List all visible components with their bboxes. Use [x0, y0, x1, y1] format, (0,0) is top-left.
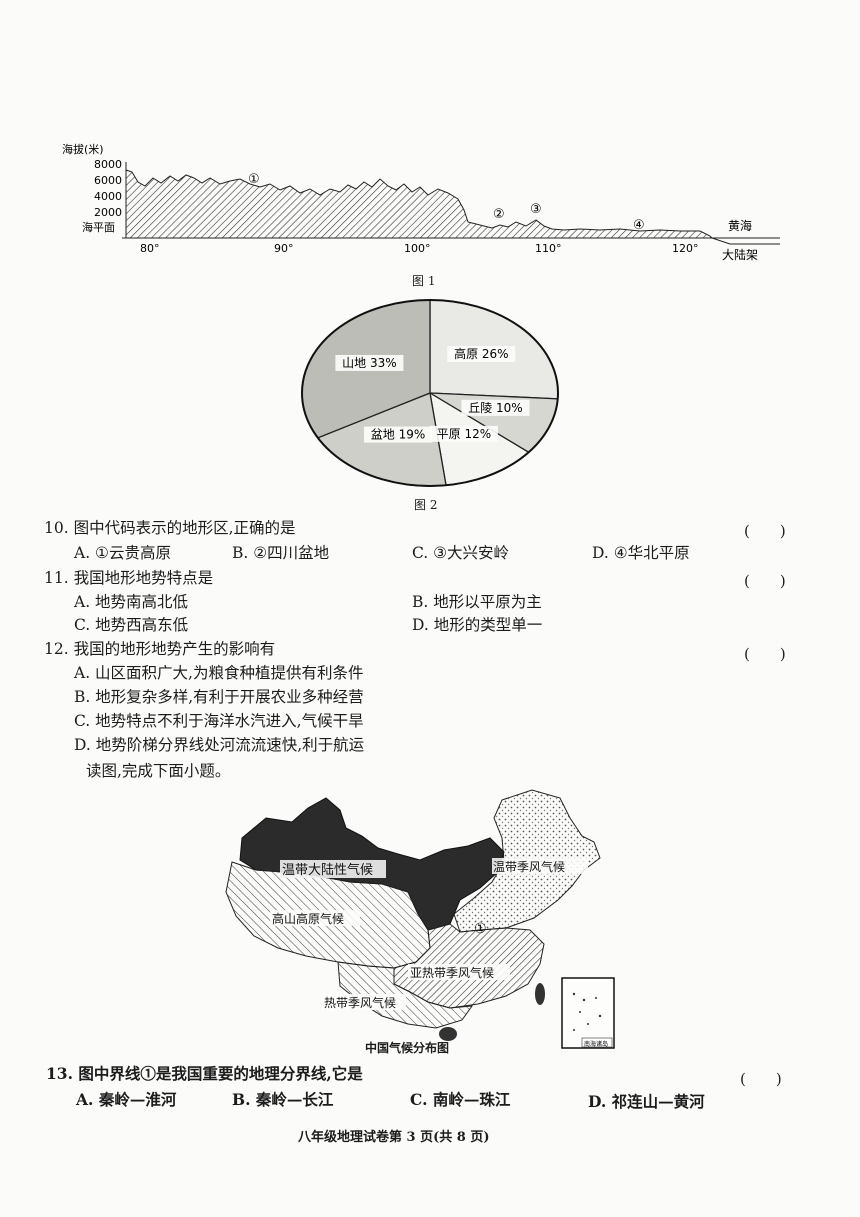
- inset-label: 南海诸岛: [584, 1040, 608, 1048]
- q12-option-d[interactable]: D. 地势阶梯分界线处河流流速快,利于航运: [74, 736, 365, 754]
- q12-stem: 12. 我国的地形地势产生的影响有: [44, 640, 276, 658]
- map-caption: 中国气候分布图: [365, 1041, 450, 1055]
- ytick-2000: 2000: [94, 206, 122, 219]
- pie-label-1: 高原 26%: [454, 346, 509, 361]
- page-footer: 八年级地理试卷第 3 页(共 8 页): [298, 1130, 490, 1145]
- pie-label-bg-1: [447, 345, 516, 362]
- xtick-100: 100°: [404, 242, 431, 255]
- q10-stem: 10. 图中代码表示的地形区,正确的是: [44, 519, 296, 537]
- xtick-110: 110°: [535, 242, 562, 255]
- terrain-profile-figure: 海拔(米) 8000 6000 4000 2000 海平面 ① ② ③ ④ 黄海…: [60, 138, 790, 268]
- pie-label-bg-5: [335, 354, 404, 371]
- label-temperate-continental: 温带大陆性气候: [282, 862, 373, 878]
- pie-label-bg-4: [364, 426, 433, 443]
- landform-pie-figure: 高原 26% 丘陵 10% 平原 12% 盆地 19% 山地 33%: [295, 296, 565, 491]
- pie-outline: [301, 299, 559, 487]
- figure1-caption: 图 1: [412, 274, 436, 288]
- ytick-4000: 4000: [94, 190, 122, 203]
- xtick-80: 80°: [140, 242, 160, 255]
- q12-answer-bracket[interactable]: ( ): [744, 645, 786, 663]
- q13-option-c[interactable]: C. 南岭—珠江: [410, 1090, 511, 1109]
- pie-label-4: 盆地 19%: [371, 428, 426, 442]
- q11-option-d[interactable]: D. 地形的类型单一: [412, 616, 543, 634]
- q10-answer-bracket[interactable]: ( ): [744, 522, 786, 540]
- profile-ylabel: 海拔(米): [62, 142, 104, 156]
- q13-option-b[interactable]: B. 秦岭—长江: [232, 1090, 334, 1109]
- q13-option-a[interactable]: A. 秦岭—淮河: [76, 1090, 177, 1109]
- climate-map-figure: 南海诸岛 ① 温带大陆性气候 温带季风气候 高山高原气候 亚热带季风气候 热带季…: [222, 788, 622, 1058]
- q11-option-c[interactable]: C. 地势西高东低: [74, 616, 189, 634]
- label-tropical: 热带季风气候: [324, 995, 396, 1010]
- q10-option-d[interactable]: D. ④华北平原: [592, 544, 690, 562]
- q13-answer-bracket[interactable]: ( ): [740, 1070, 782, 1088]
- figure2-caption: 图 2: [414, 498, 438, 512]
- xtick-90: 90°: [274, 242, 294, 255]
- pie-label-5: 山地 33%: [342, 356, 397, 370]
- pie-label-2: 丘陵 10%: [468, 401, 523, 415]
- q11-stem: 11. 我国地形地势特点是: [44, 569, 214, 587]
- marker-3: ③: [530, 202, 542, 217]
- south-sea-inset: [561, 977, 615, 1049]
- q10-option-a[interactable]: A. ①云贵高原: [74, 544, 171, 562]
- q11-option-a[interactable]: A. 地势南高北低: [74, 593, 189, 611]
- q11-option-b[interactable]: B. 地形以平原为主: [412, 593, 542, 611]
- q10-option-b[interactable]: B. ②四川盆地: [232, 544, 330, 562]
- q12-option-c[interactable]: C. 地势特点不利于海洋水汽进入,气候干旱: [74, 712, 364, 730]
- map-marker-1: ①: [474, 921, 487, 937]
- label-subtropical: 亚热带季风气候: [410, 965, 494, 980]
- taiwan-island: [535, 983, 545, 1005]
- q13-option-d[interactable]: D. 祁连山—黄河: [588, 1092, 705, 1111]
- marker-2: ②: [493, 207, 505, 222]
- marker-1: ①: [248, 172, 260, 187]
- terrain-profile-area: [125, 169, 714, 239]
- ytick-8000: 8000: [94, 158, 122, 171]
- shelf-label: 大陆架: [722, 247, 758, 262]
- sea-label: 黄海: [728, 218, 752, 233]
- q13-stem: 13. 图中界线①是我国重要的地理分界线,它是: [46, 1064, 363, 1083]
- ytick-sea-level: 海平面: [82, 220, 115, 234]
- marker-4: ④: [633, 218, 645, 233]
- label-plateau: 高山高原气候: [272, 911, 344, 926]
- q10-option-c[interactable]: C. ③大兴安岭: [412, 544, 510, 562]
- pie-label-bg-3: [429, 425, 498, 442]
- q11-answer-bracket[interactable]: ( ): [744, 572, 786, 590]
- q12-option-b[interactable]: B. 地形复杂多样,有利于开展农业多种经营: [74, 688, 364, 706]
- pie-label-3: 平原 12%: [437, 427, 492, 441]
- hainan-island: [439, 1027, 457, 1041]
- xtick-120: 120°: [672, 242, 699, 255]
- ytick-6000: 6000: [94, 174, 122, 187]
- label-temperate-monsoon: 温带季风气候: [493, 859, 565, 874]
- pie-label-bg-2: [461, 399, 530, 416]
- q12-option-a[interactable]: A. 山区面积广大,为粮食种植提供有利条件: [74, 664, 364, 682]
- reading-instruction: 读图,完成下面小题。: [86, 762, 231, 780]
